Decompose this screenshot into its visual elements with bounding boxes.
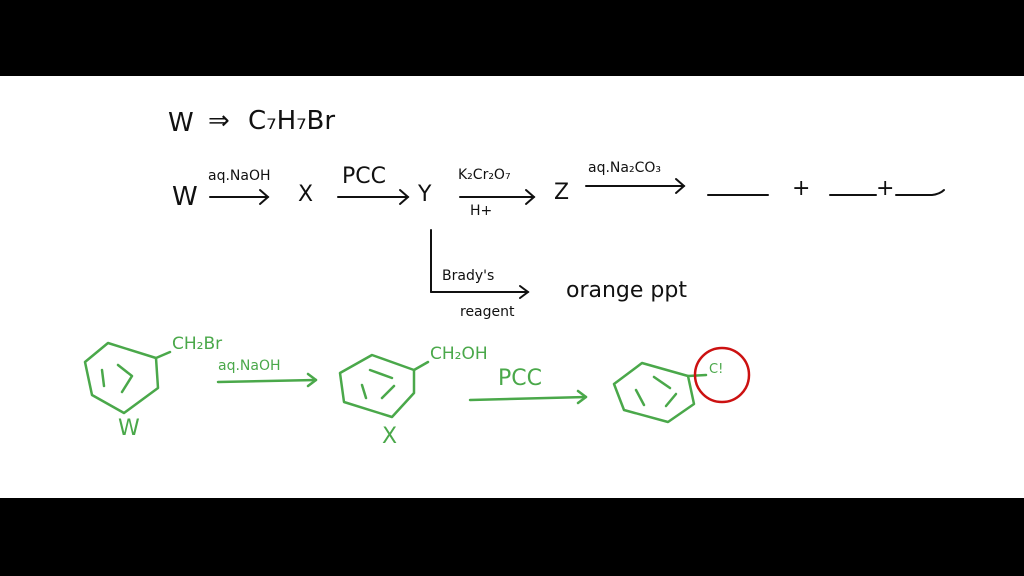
molecular-formula: C₇H₇Br xyxy=(248,106,336,136)
whiteboard-canvas xyxy=(0,76,1024,498)
w-substituent: CH₂Br xyxy=(172,334,223,354)
implies-arrow: ⇒ xyxy=(208,106,230,136)
x-substituent: CH₂OH xyxy=(430,344,488,364)
x-label: X xyxy=(382,424,398,449)
arrow1-reagent: aq.NaOH xyxy=(218,358,281,374)
y-substituent: C! xyxy=(709,362,724,377)
plus-sign-1: + xyxy=(792,176,811,201)
branch-product: orange ppt xyxy=(566,278,687,303)
step3-reagent-bottom: H+ xyxy=(470,203,493,219)
step4-reagent: aq.Na₂CO₃ xyxy=(588,160,661,176)
scheme-x: X xyxy=(298,182,314,207)
scheme-y: Y xyxy=(418,182,432,207)
arrow2-reagent: PCC xyxy=(498,366,542,391)
w-label: W xyxy=(118,416,140,441)
step2-reagent: PCC xyxy=(342,164,386,189)
step1-reagent: aq.NaOH xyxy=(208,168,271,184)
plus-sign-2: + xyxy=(876,176,895,201)
scheme-z: Z xyxy=(554,180,570,205)
line1-compound: W xyxy=(168,108,194,138)
step3-reagent-top: K₂Cr₂O₇ xyxy=(458,167,511,183)
scheme-w: W xyxy=(172,182,198,212)
branch-reagent-top: Brady's xyxy=(442,268,495,284)
branch-reagent-bottom: reagent xyxy=(460,304,515,320)
